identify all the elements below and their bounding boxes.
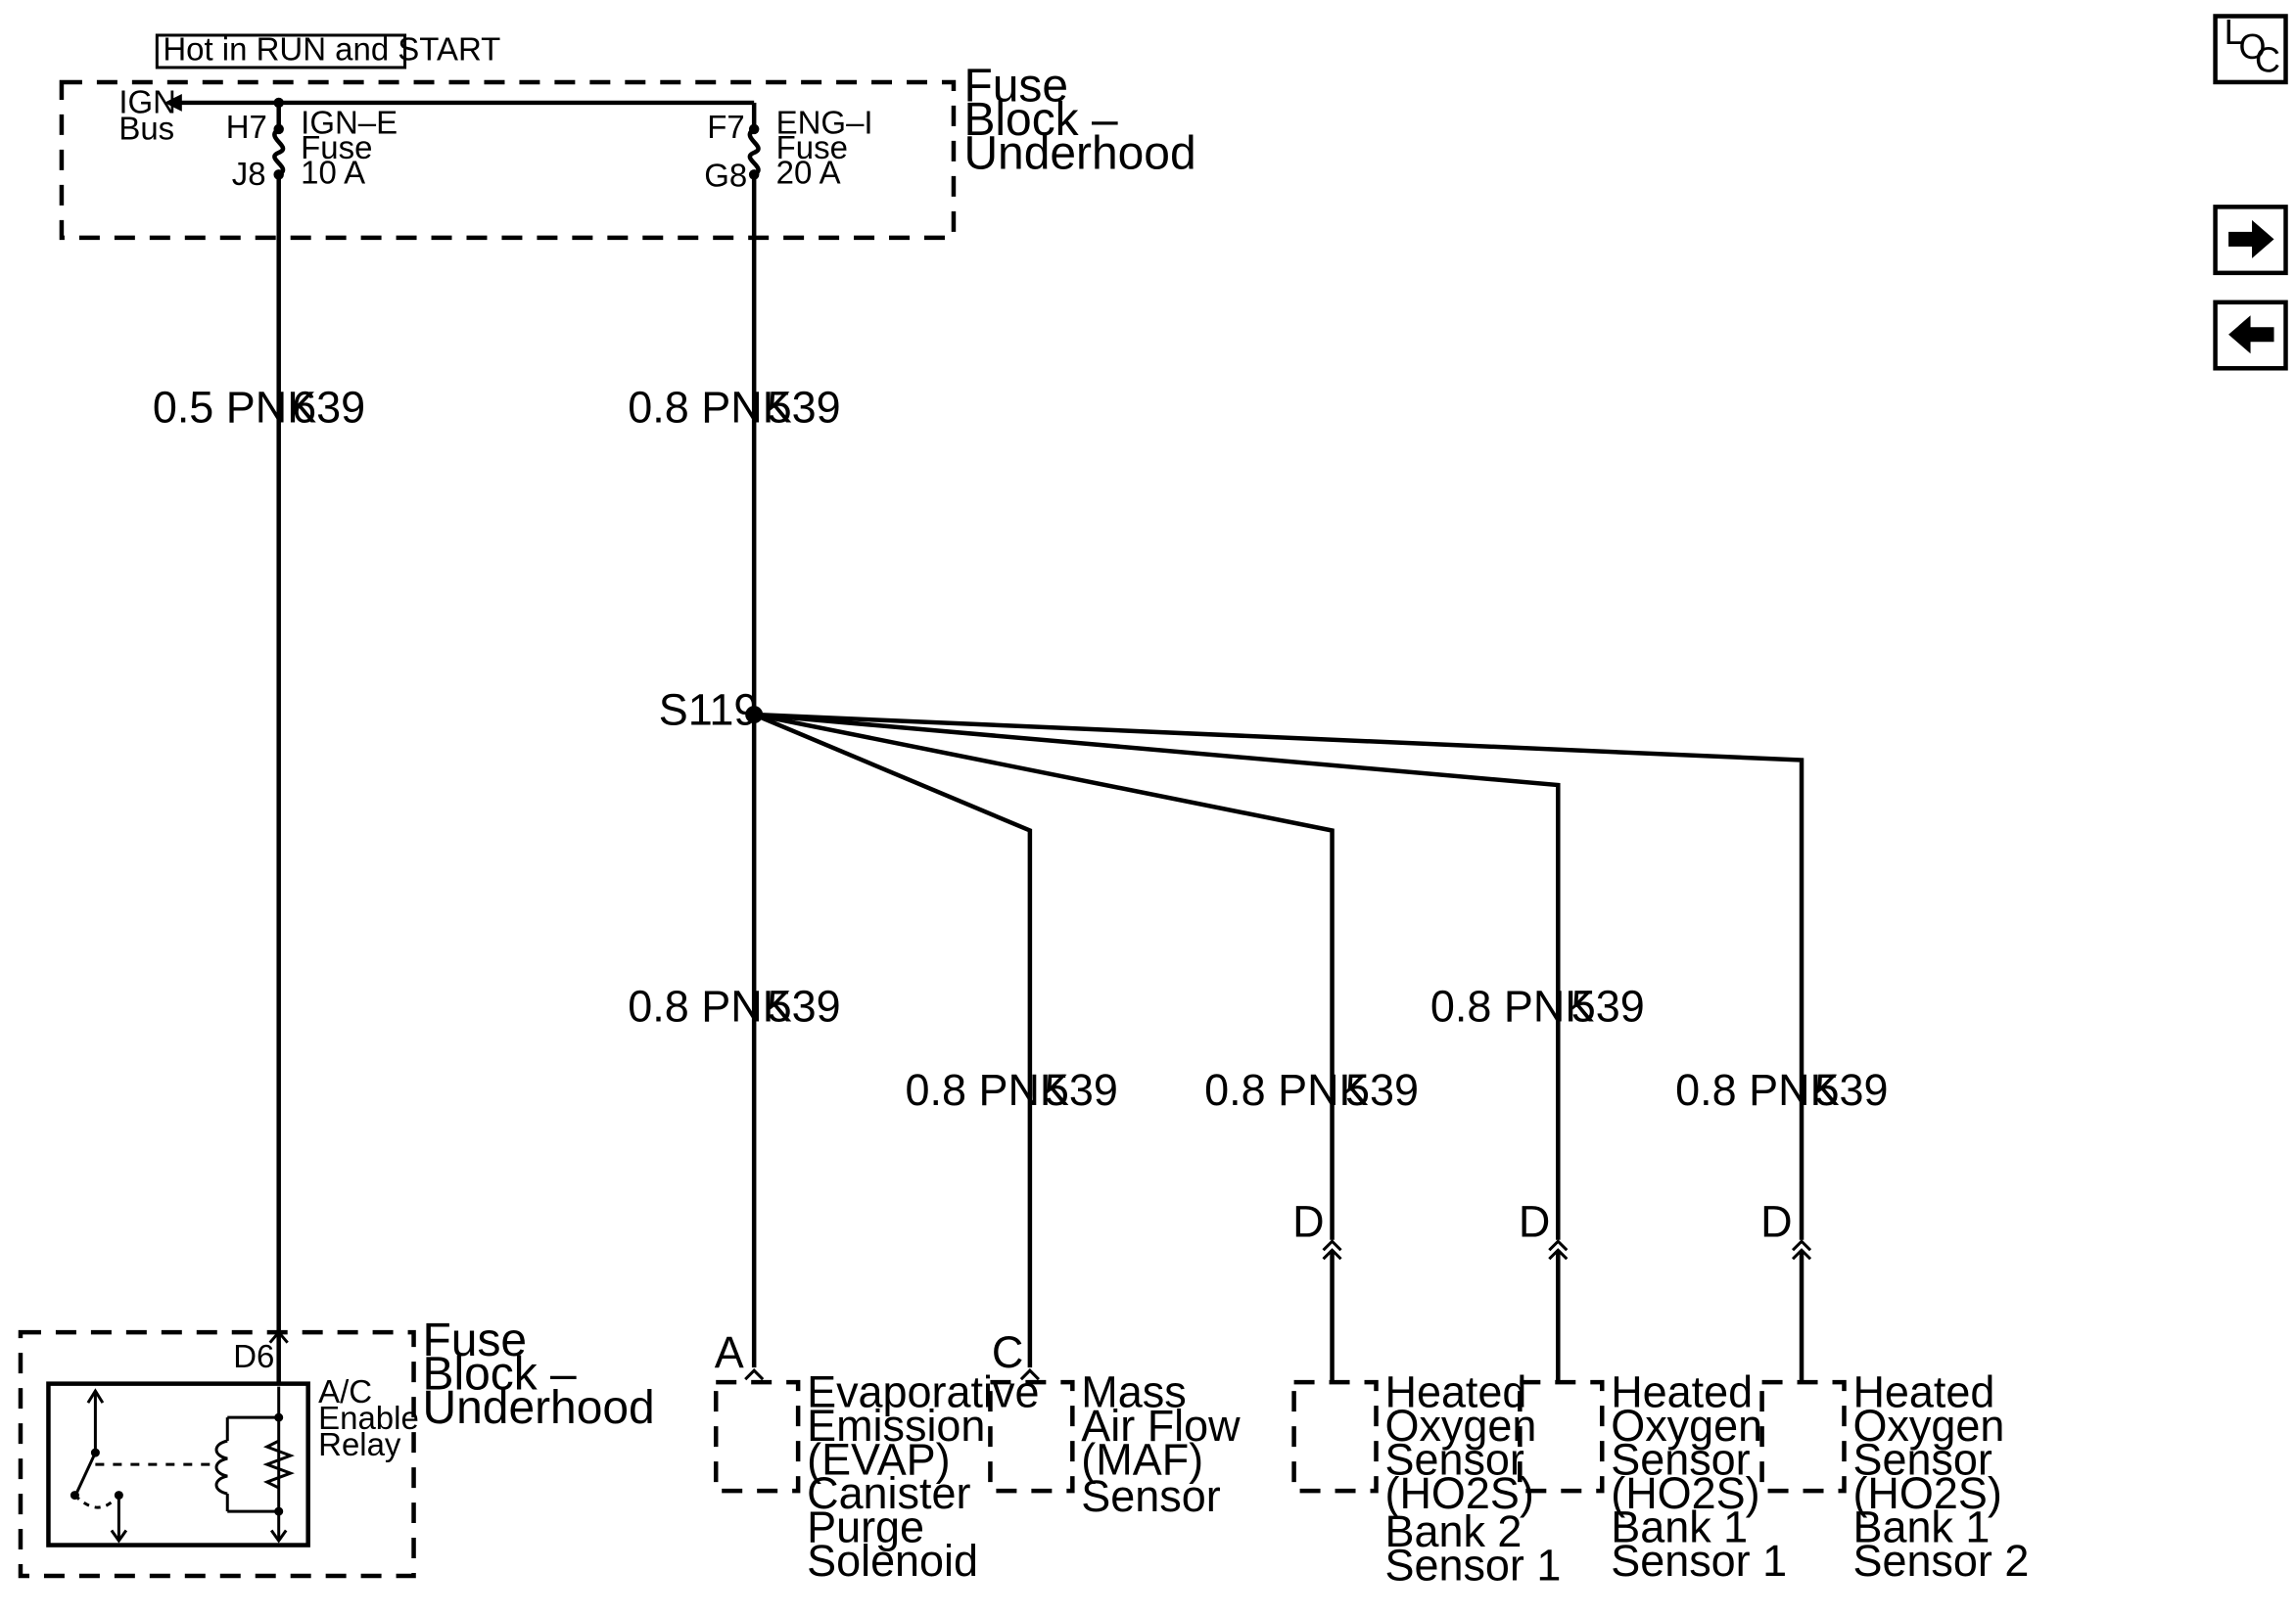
wire-branch-ho2s-b2s1-gauge-color: 0.8 PNK [1204,1065,1368,1115]
wire-branch-ho2s-b1s2-circuit: 539 [1815,1065,1889,1115]
fuse-eng-i-symbol [747,126,761,177]
fuse-eng-i-label: ENG–I Fuse 20 A [776,104,882,190]
wire-539-feed-circuit: 539 [768,383,841,433]
wire-639-circuit: 639 [292,383,365,433]
evap-pin-label: A [715,1327,744,1377]
evap-component-box [713,1379,801,1494]
loc-letter-c: C [2255,39,2280,79]
pin-g8-label: G8 [704,157,747,193]
loc-letter-o: O [2239,26,2267,67]
wire-branch-ho2s-b1s2-gauge-color: 0.8 PNK [1675,1065,1839,1115]
fuse-block-bottom [18,1329,416,1579]
evap-pin-marker [744,1368,765,1381]
pin-d6-label: D6 [233,1338,274,1374]
right-arrow-icon [2228,219,2274,258]
connector-d-b1s1 [1548,1239,1569,1383]
loc-letter-l: L [2225,12,2244,52]
wire-639-gauge-color: 0.5 PNK [153,383,316,433]
header-label: Hot in RUN and START [163,30,500,67]
next-page-button[interactable] [2213,205,2288,276]
fuse-block-bottom-title: Fuse Block – Underhood [423,1315,655,1434]
maf-pin-marker [1019,1368,1040,1381]
wire-branch-maf [753,712,1033,1368]
wire-branch-ho2s-b1s2 [754,712,1804,1240]
ho2s-b1s2-component-label: Heated Oxygen Sensor (HO2S) Bank 1 Senso… [1852,1367,2029,1586]
ign-bus-label: IGN Bus [118,83,185,146]
header-label-box [155,33,407,69]
ac-relay-label: A/C Enable Relay [318,1373,428,1462]
splice-s119-label: S119 [659,685,759,735]
wire-539-feed-gauge-color: 0.8 PNK [628,383,791,433]
fuse-block-top [59,79,957,241]
maf-pin-label: C [992,1327,1023,1377]
fuse-ign-e-symbol [272,126,286,177]
wire-branch-evap-gauge-color: 0.8 PNK [628,981,791,1031]
ho2s-b1s1-component-label: Heated Oxygen Sensor (HO2S) Bank 1 Senso… [1611,1367,1787,1586]
pin-f7-label: F7 [707,109,744,145]
previous-page-button[interactable] [2213,300,2288,371]
location-button[interactable]: L O C [2213,12,2288,85]
ho2s-b1s2-component-box [1759,1379,1847,1494]
pin-j8-label: J8 [232,156,266,192]
wire-branch-ho2s-b2s1 [753,712,1335,1240]
ho2s-b2s1-component-label: Heated Oxygen Sensor (HO2S) Bank 2 Senso… [1384,1367,1561,1591]
ho2s-b1s1-component-box [1518,1379,1605,1494]
left-arrow-icon [2228,315,2274,354]
ign-bus-arrow-icon [164,93,182,112]
fuse-block-top-title: Fuse Block – Underhood [963,60,1195,179]
wire-branch-maf-gauge-color: 0.8 PNK [906,1065,1069,1115]
wire-branch-ho2s-b1s1-circuit: 539 [1571,981,1645,1031]
ho2s-b2s1-component-box [1291,1379,1379,1494]
pin-h7-label: H7 [226,109,267,145]
connector-d-b1s2-label: D [1760,1197,1792,1247]
maf-component-box [988,1379,1075,1494]
connector-d-b2s1 [1322,1239,1342,1383]
evap-component-label: Evaporative Emission (EVAP) Canister Pur… [807,1367,1052,1586]
fuse-ign-e-label: IGN–E Fuse 10 A [301,104,406,190]
connector-d-b1s2 [1791,1239,1812,1383]
wire-branch-ho2s-b1s1-gauge-color: 0.8 PNK [1430,981,1594,1031]
connector-d-b2s1-label: D [1292,1197,1324,1247]
connector-d-b1s1-label: D [1519,1197,1550,1247]
maf-component-label: Mass Air Flow (MAF) Sensor [1081,1367,1252,1521]
wire-branch-maf-circuit: 539 [1045,1065,1118,1115]
wire-branch-ho2s-b1s1 [753,712,1561,1240]
wire-branch-evap-circuit: 539 [768,981,841,1031]
wire-branch-ho2s-b2s1-circuit: 539 [1345,1065,1419,1115]
ac-relay-symbol [46,1381,310,1548]
